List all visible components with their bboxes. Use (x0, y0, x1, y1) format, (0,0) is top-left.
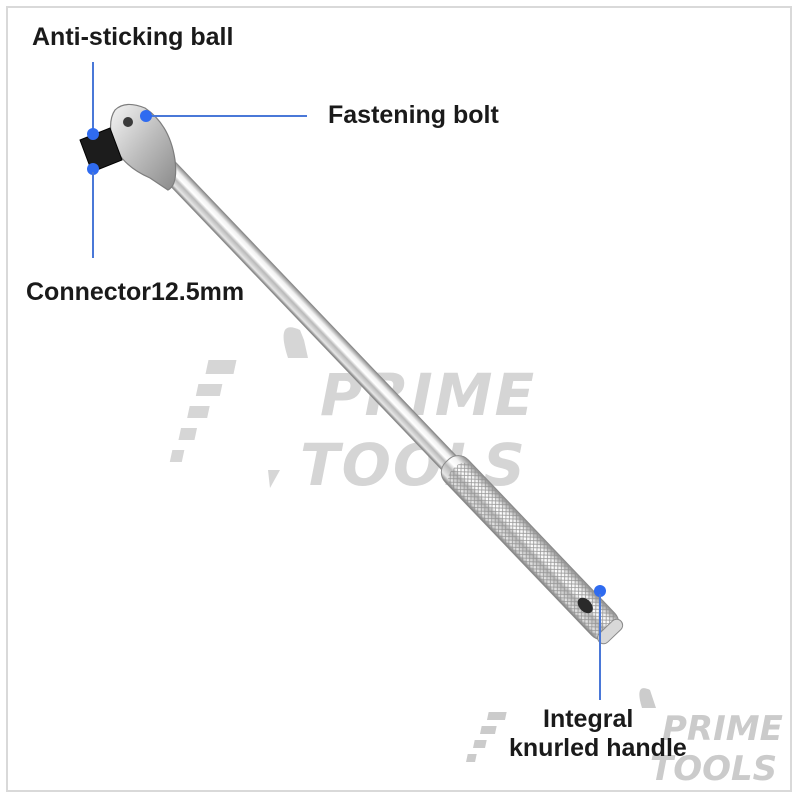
label-anti-sticking-ball: Anti-sticking ball (32, 23, 234, 51)
watermark-logo-center (169, 327, 308, 488)
label-knurled-handle: knurled handle (509, 734, 687, 762)
callout-knurled-handle (594, 585, 606, 700)
watermark-corner-tools: TOOLS (650, 749, 777, 789)
label-connector: Connector12.5mm (26, 278, 245, 306)
label-fastening-bolt: Fastening bolt (328, 101, 499, 129)
watermark-corner-prime: PRIME (662, 709, 783, 749)
knurled-handle (440, 455, 624, 645)
ratchet-head (79, 103, 177, 191)
callout-connector (87, 163, 99, 258)
watermark-logo-corner (466, 688, 656, 762)
callout-anti-sticking (87, 62, 99, 140)
callout-fastening-bolt (140, 110, 307, 122)
label-integral: Integral (543, 705, 634, 733)
